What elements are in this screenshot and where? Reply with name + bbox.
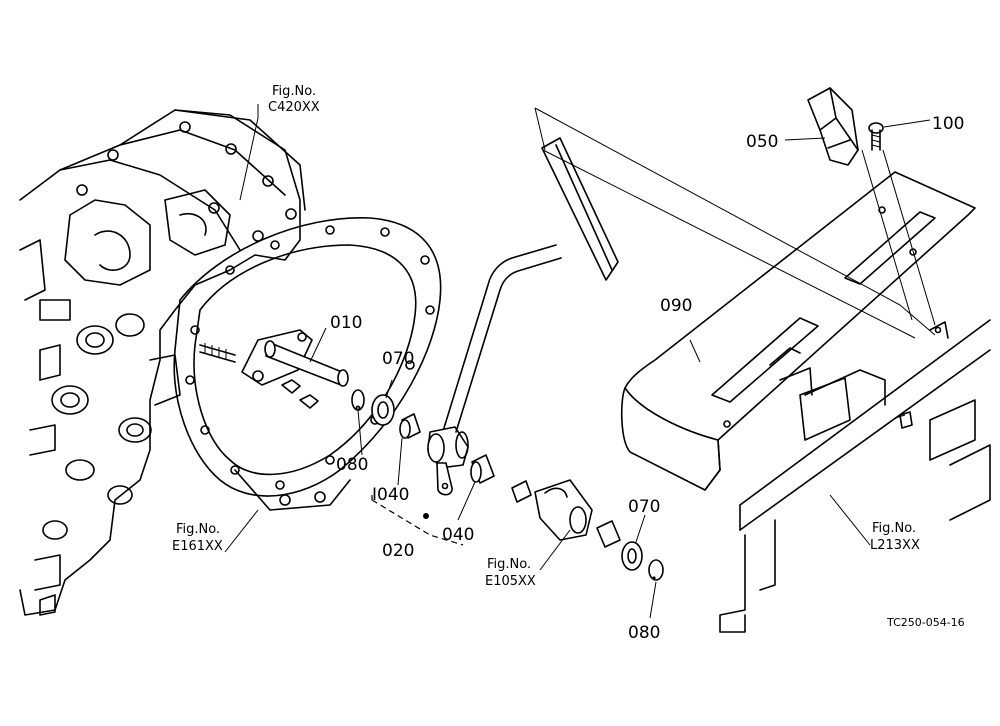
part-label-020: 020 (382, 541, 414, 561)
snap-ring-080-upper (351, 389, 365, 411)
frame-l213 (719, 319, 991, 633)
washer-070-lower (621, 541, 643, 571)
part-label-010: 010 (330, 313, 362, 333)
part-label-090: 090 (660, 296, 692, 316)
part-label-070-lower: 070 (628, 497, 660, 517)
fig-c420-line1: Fig.No. (272, 84, 316, 99)
assembly-axis (371, 499, 464, 546)
part-label-040-lower: 040 (442, 525, 474, 545)
leader-lines (224, 104, 931, 619)
part-label-080-upper: 080 (336, 455, 368, 475)
linkage-assembly (511, 479, 621, 548)
fig-c420-line2: C420XX (268, 100, 320, 115)
drawing-code: TC250-054-16 (886, 616, 965, 629)
fig-e161-line2: E161XX (172, 539, 223, 554)
pedal-arm-020 (423, 137, 619, 519)
fig-l213-line2: L213XX (870, 538, 920, 553)
washer-070-upper (371, 394, 395, 426)
part-label-080-lower: 080 (628, 623, 660, 643)
projection-lines (534, 107, 936, 336)
step-plate-090 (620, 171, 976, 491)
pad-050 (807, 87, 859, 166)
bushing-040-upper (399, 413, 421, 439)
bushing-040-lower (470, 454, 495, 484)
fig-l213-line1: Fig.No. (872, 521, 916, 536)
part-label-040-upper: I040 (372, 485, 409, 505)
shaft-010 (264, 340, 349, 387)
fig-e105-line1: Fig.No. (487, 557, 531, 572)
part-label-100: 100 (932, 114, 964, 134)
part-label-070-upper: 070 (382, 349, 414, 369)
snap-ring-080-lower (648, 559, 664, 581)
part-label-050: 050 (746, 132, 778, 152)
transmission-housing (19, 109, 306, 616)
fig-e161-line1: Fig.No. (176, 522, 220, 537)
fig-e105-line2: E105XX (485, 574, 536, 589)
bolt-100 (868, 122, 884, 151)
